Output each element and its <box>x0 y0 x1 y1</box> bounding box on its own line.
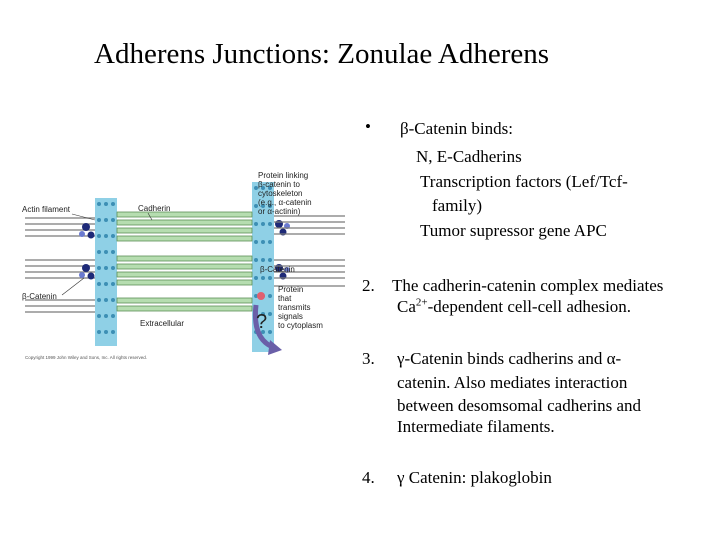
protein-signal-line-2: that <box>278 294 292 303</box>
diagram-svg: ? Actin filament Cadherin β-Catenin Extr… <box>22 171 345 360</box>
point1-line-4: Tumor supressor gene APC <box>420 221 607 240</box>
label-actin-filament: Actin filament <box>22 205 71 214</box>
slide-title: Adherens Junctions: Zonulae Adherens <box>94 38 550 70</box>
protein-linking-line-4: (e.g., α-catenin <box>258 198 312 207</box>
leader-cadherin <box>147 212 153 221</box>
label-beta-catenin-left: β-Catenin <box>22 292 57 301</box>
point1-bullet: • <box>365 117 371 136</box>
left-membrane-dots <box>97 202 115 334</box>
point1-heading: β-Catenin binds: <box>400 119 513 138</box>
label-protein-linking: Protein linking β-catenin to cytoskeleto… <box>258 171 312 216</box>
figure-copyright: Copyright 1999 John Wiley and Sons, Inc.… <box>25 355 147 360</box>
protein-linking-line-2: β-catenin to <box>258 180 301 189</box>
protein-signal-line-3: transmits <box>278 303 310 312</box>
point2-line-2-rest: -dependent cell-cell adhesion. <box>427 297 632 316</box>
point3-line-2: catenin. Also mediates interaction <box>397 373 628 392</box>
point3-line-3: between desomsomal cadherins and <box>397 396 642 415</box>
point3-line-1: γ-Catenin binds cadherins and α- <box>397 349 622 368</box>
point1-line-2: Transcription factors (Lef/Tcf- <box>420 172 628 191</box>
catenin-complexes-left <box>79 223 95 280</box>
protein-linking-line-5: or α-actinin) <box>258 207 301 216</box>
adherens-junction-diagram: ? Actin filament Cadherin β-Catenin Extr… <box>20 160 350 370</box>
label-beta-catenin-right: β-Catenin <box>260 265 295 274</box>
label-extracellular: Extracellular <box>140 319 184 328</box>
point2-ca: Ca <box>397 297 416 316</box>
point2-superscript: 2+ <box>415 296 428 309</box>
protein-signal-line-1: Protein <box>278 285 303 294</box>
protein-signal-line-5: to cytoplasm <box>278 321 323 330</box>
actin-filaments-left <box>25 217 95 313</box>
point2-number: 2. <box>362 276 375 295</box>
protein-signal-line-4: signals <box>278 312 303 321</box>
point1-line-1: N, E-Cadherins <box>416 147 522 166</box>
signal-arrow-head <box>268 340 282 355</box>
actin-filaments-right <box>274 215 345 287</box>
point3-number: 3. <box>362 349 375 368</box>
point4-number: 4. <box>362 468 375 487</box>
point3-line-4: Intermediate filaments. <box>397 417 555 436</box>
label-cadherin: Cadherin <box>138 204 170 213</box>
protein-linking-line-1: Protein linking <box>258 171 308 180</box>
leader-actin <box>71 213 96 221</box>
point2-line-1: The cadherin-catenin complex mediates <box>392 276 664 295</box>
signal-protein <box>257 292 265 300</box>
point1-line-3: family) <box>432 196 483 215</box>
cadherin-complexes <box>116 211 253 312</box>
protein-linking-line-3: cytoskeleton <box>258 189 302 198</box>
question-mark: ? <box>256 311 267 333</box>
point4-text: γ Catenin: plakoglobin <box>397 468 552 487</box>
label-protein-signal: Protein that transmits signals to cytopl… <box>278 285 323 330</box>
point2-line-2: Ca2+-dependent cell-cell adhesion. <box>397 295 631 319</box>
leader-beta-catenin-left <box>61 277 85 296</box>
